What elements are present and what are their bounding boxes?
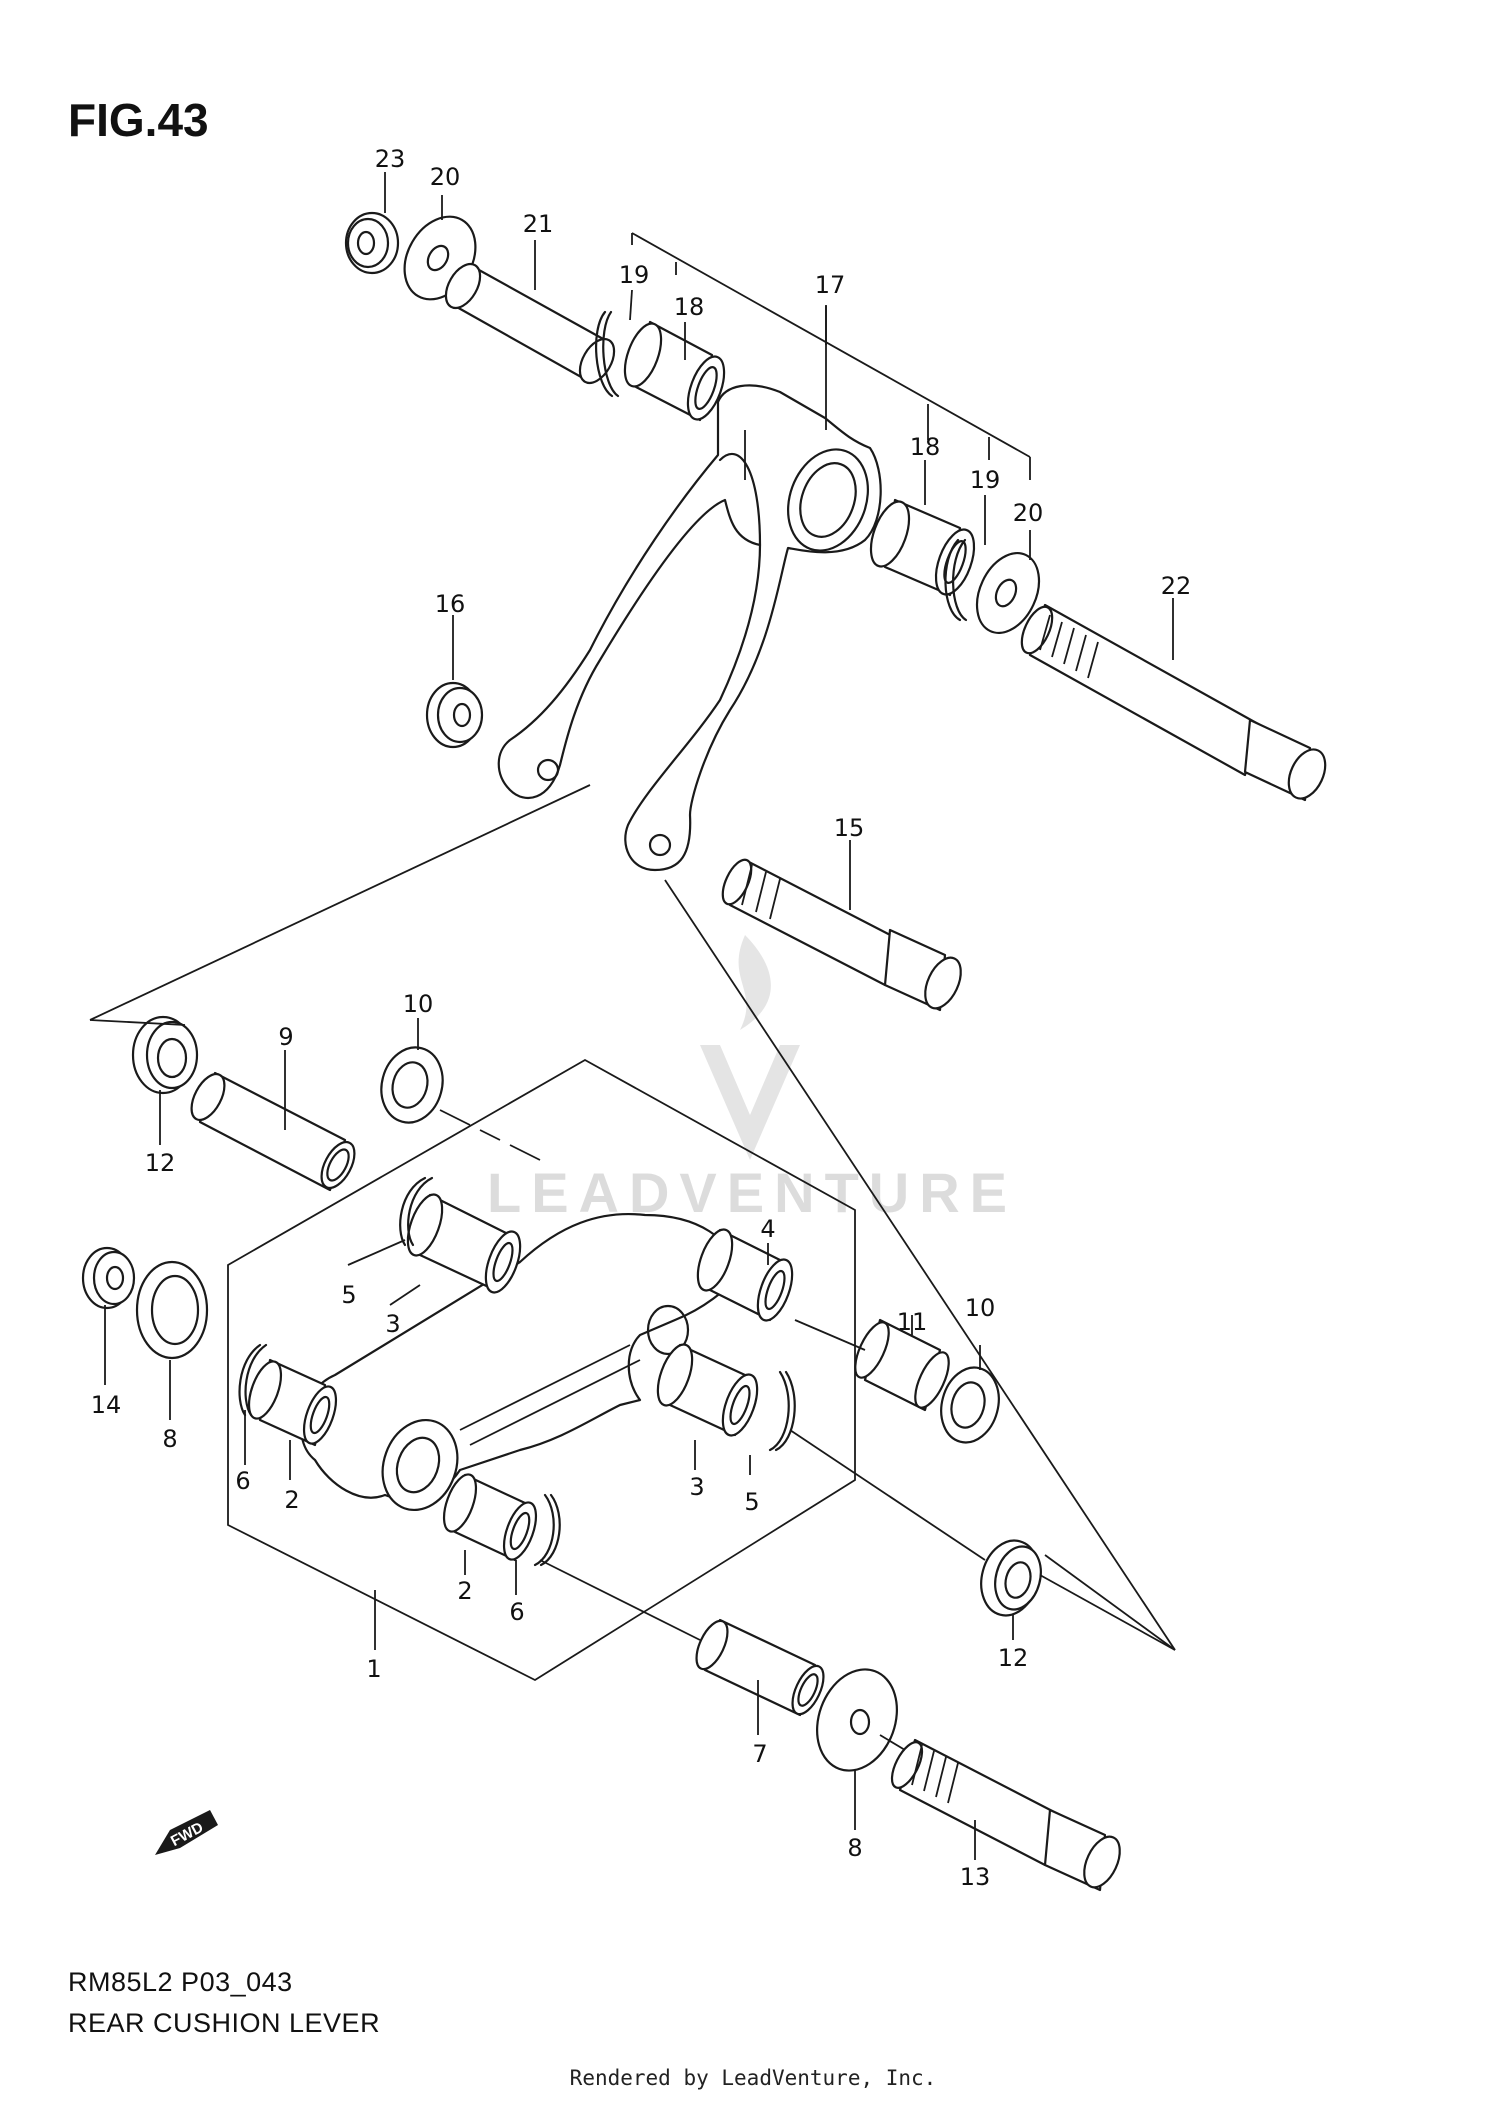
bolt-15[interactable]: [717, 856, 968, 1014]
callout-21: 21: [523, 210, 554, 238]
circlip-5-lower[interactable]: [768, 1370, 796, 1452]
seal-12-right[interactable]: [973, 1534, 1047, 1622]
oil-seal-10-top[interactable]: [373, 1041, 451, 1130]
forward-direction-arrow-icon: FWD: [155, 1810, 218, 1855]
callout-14: 14: [91, 1391, 122, 1419]
callout-2: 2: [457, 1577, 472, 1605]
callout-4: 4: [760, 1215, 775, 1243]
callout-12: 12: [998, 1644, 1029, 1672]
collar-9[interactable]: [185, 1069, 361, 1193]
callout-19: 19: [970, 466, 1001, 494]
callout-7: 7: [752, 1740, 767, 1768]
bearing-18-right[interactable]: [863, 497, 981, 600]
circlip-19-right[interactable]: [944, 538, 968, 622]
washer-8-bottom[interactable]: [804, 1658, 911, 1782]
circlip-5-upper[interactable]: [399, 1176, 434, 1247]
washer-8-left[interactable]: [135, 1260, 209, 1360]
callout-23: 23: [375, 145, 406, 173]
flange-nut-16[interactable]: [425, 681, 484, 749]
callout-6: 6: [509, 1598, 524, 1626]
flange-nut-23[interactable]: [344, 211, 400, 275]
callout-8: 8: [162, 1425, 177, 1453]
bolt-13[interactable]: [886, 1738, 1127, 1893]
callout-numbers: 23 20 21 19 18 17 18 19 20 22 16 15 10 9…: [91, 145, 1192, 1891]
bearing-4[interactable]: [691, 1225, 799, 1325]
callout-10: 10: [965, 1294, 996, 1322]
callout-16: 16: [435, 590, 466, 618]
figure-name: REAR CUSHION LEVER: [68, 2008, 380, 2038]
rendered-by: Rendered by LeadVenture, Inc.: [570, 2066, 937, 2090]
bearing-3-lower[interactable]: [651, 1340, 764, 1440]
circlip-6-left[interactable]: [238, 1343, 268, 1417]
collar-11[interactable]: [848, 1318, 955, 1413]
bearing-18-left[interactable]: [618, 319, 732, 424]
leadventure-watermark: LEADVENTURE: [487, 935, 1017, 1224]
callout-3: 3: [385, 1310, 400, 1338]
washer-20-right[interactable]: [965, 543, 1051, 643]
callout-8: 8: [847, 1834, 862, 1862]
watermark-text: LEADVENTURE: [487, 1161, 1017, 1224]
lower-assembly: [81, 1015, 1176, 1893]
bearing-3-upper[interactable]: [401, 1190, 527, 1297]
callout-20: 20: [430, 163, 461, 191]
callout-6: 6: [235, 1467, 250, 1495]
callout-15: 15: [834, 814, 865, 842]
figure-title: FIG.43: [68, 94, 209, 146]
callout-18: 18: [910, 433, 941, 461]
callout-leaders: [104, 172, 1174, 1860]
circlip-6-bottom[interactable]: [533, 1493, 561, 1567]
callout-3: 3: [689, 1473, 704, 1501]
seal-12-left[interactable]: [131, 1015, 199, 1095]
flame-logo-icon: [738, 935, 771, 1030]
callout-12: 12: [145, 1149, 176, 1177]
cushion-rod-17[interactable]: [497, 384, 882, 872]
callout-1: 1: [366, 1655, 381, 1683]
collar-21[interactable]: [439, 258, 621, 389]
callout-18: 18: [674, 293, 705, 321]
callout-19: 19: [619, 261, 650, 289]
v-logo-icon: [700, 1045, 800, 1160]
collar-7[interactable]: [690, 1616, 830, 1718]
figure-code: RM85L2 P03_043: [68, 1967, 293, 1997]
callout-22: 22: [1161, 572, 1192, 600]
callout-17: 17: [815, 271, 846, 299]
callout-5: 5: [744, 1488, 759, 1516]
bearing-2-bottom[interactable]: [438, 1470, 543, 1563]
callout-13: 13: [960, 1863, 991, 1891]
bearing-2-left[interactable]: [243, 1357, 343, 1447]
bolt-22[interactable]: [1016, 602, 1333, 804]
circlip-19-left[interactable]: [594, 310, 620, 398]
callout-5: 5: [341, 1281, 356, 1309]
cushion-lever-1[interactable]: [300, 1213, 742, 1520]
upper-assembly: [89, 211, 1333, 1651]
callout-2: 2: [284, 1486, 299, 1514]
flange-nut-14[interactable]: [81, 1246, 136, 1310]
callout-11: 11: [897, 1308, 928, 1336]
callout-9: 9: [278, 1023, 293, 1051]
callout-10: 10: [403, 990, 434, 1018]
callout-20: 20: [1013, 499, 1044, 527]
